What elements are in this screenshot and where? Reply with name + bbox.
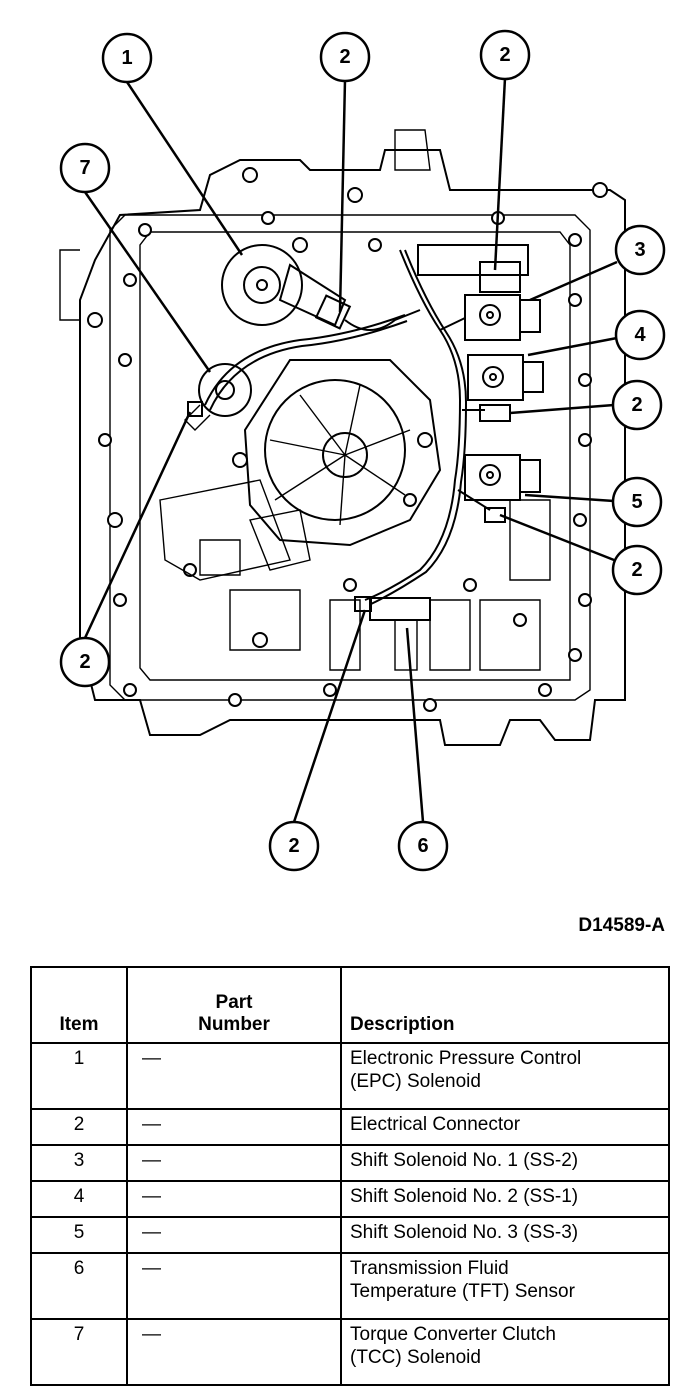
valve-body-diagram: 1 2 2 7 3 4 2 5 2 2 2 6 <box>59 29 666 872</box>
tft-sensor <box>369 597 431 671</box>
callout-2d: 2 <box>611 544 663 596</box>
row-part: — <box>126 1252 342 1320</box>
callout-7: 7 <box>59 142 111 194</box>
tcc-solenoid <box>184 363 252 431</box>
table-row: 6 — Transmission Fluid Temperature (TFT)… <box>30 1252 670 1320</box>
callout-6: 6 <box>397 820 449 872</box>
header-part-line1: Part <box>215 992 253 1013</box>
description-line: Shift Solenoid No. 1 (SS-2) <box>350 1150 579 1171</box>
callout-5: 5 <box>611 476 663 528</box>
svg-text:2: 2 <box>288 835 299 857</box>
description-line: Shift Solenoid No. 3 (SS-3) <box>350 1222 579 1243</box>
row-description: Electrical Connector <box>340 1108 670 1146</box>
svg-text:5: 5 <box>631 491 642 513</box>
row-description: Shift Solenoid No. 3 (SS-3) <box>340 1216 670 1254</box>
row-item: 6 <box>30 1252 128 1320</box>
row-item: 5 <box>30 1216 128 1254</box>
row-item: 2 <box>30 1108 128 1146</box>
svg-text:2: 2 <box>499 44 510 66</box>
callout-3: 3 <box>614 224 666 276</box>
callout-2a: 2 <box>319 31 371 83</box>
description-line: (TCC) Solenoid <box>350 1346 481 1368</box>
svg-text:2: 2 <box>631 559 642 581</box>
row-description: Torque Converter Clutch (TCC) Solenoid <box>340 1318 670 1386</box>
parts-legend-table: Item Part Number Description 1 — Electro… <box>30 966 670 1386</box>
center-plate <box>159 359 442 581</box>
table-row: 3 — Shift Solenoid No. 1 (SS-2) <box>30 1144 670 1182</box>
row-description: Shift Solenoid No. 1 (SS-2) <box>340 1144 670 1182</box>
description-line: (EPC) Solenoid <box>350 1070 481 1092</box>
row-part: — <box>126 1042 342 1110</box>
shift-solenoid-2 <box>467 354 544 401</box>
row-item: 3 <box>30 1144 128 1182</box>
callout-4: 4 <box>614 309 666 361</box>
header-item: Item <box>30 966 128 1044</box>
row-part: — <box>126 1318 342 1386</box>
svg-text:7: 7 <box>79 157 90 179</box>
row-part: — <box>126 1216 342 1254</box>
description-line: Transmission Fluid <box>350 1258 509 1279</box>
table-row: 1 — Electronic Pressure Control (EPC) So… <box>30 1042 670 1110</box>
row-part: — <box>126 1108 342 1146</box>
callout-2e: 2 <box>59 636 111 688</box>
description-line: Electrical Connector <box>350 1114 521 1135</box>
wiring-harness <box>187 244 529 612</box>
row-description: Transmission Fluid Temperature (TFT) Sen… <box>340 1252 670 1320</box>
shift-solenoid-1 <box>464 294 541 341</box>
leader-lines <box>83 77 618 823</box>
callout-1: 1 <box>101 32 153 84</box>
row-part: — <box>126 1144 342 1182</box>
perimeter-bolts <box>87 167 608 712</box>
transmission-case <box>59 129 626 746</box>
header-part-number: Part Number <box>126 966 342 1044</box>
description-line: Shift Solenoid No. 2 (SS-1) <box>350 1186 579 1207</box>
svg-text:2: 2 <box>339 46 350 68</box>
row-item: 1 <box>30 1042 128 1110</box>
row-description: Electronic Pressure Control (EPC) Soleno… <box>340 1042 670 1110</box>
svg-text:3: 3 <box>634 239 645 261</box>
table-row: 5 — Shift Solenoid No. 3 (SS-3) <box>30 1216 670 1254</box>
description-line: Temperature (TFT) Sensor <box>350 1280 575 1302</box>
table-header-row: Item Part Number Description <box>30 966 670 1044</box>
row-item: 4 <box>30 1180 128 1218</box>
shift-solenoid-3 <box>464 454 541 501</box>
callout-2c: 2 <box>611 379 663 431</box>
table-row: 2 — Electrical Connector <box>30 1108 670 1146</box>
svg-text:2: 2 <box>631 394 642 416</box>
table-row: 7 — Torque Converter Clutch (TCC) Soleno… <box>30 1318 670 1386</box>
callout-2b: 2 <box>479 29 531 81</box>
svg-text:4: 4 <box>634 324 646 346</box>
header-description: Description <box>340 966 670 1044</box>
epc-solenoid <box>221 244 352 330</box>
callout-2f: 2 <box>268 820 320 872</box>
description-line: Torque Converter Clutch <box>350 1324 556 1345</box>
table-row: 4 — Shift Solenoid No. 2 (SS-1) <box>30 1180 670 1218</box>
svg-text:2: 2 <box>79 651 90 673</box>
row-item: 7 <box>30 1318 128 1386</box>
row-part: — <box>126 1180 342 1218</box>
row-description: Shift Solenoid No. 2 (SS-1) <box>340 1180 670 1218</box>
description-line: Electronic Pressure Control <box>350 1048 582 1069</box>
svg-text:6: 6 <box>417 835 428 857</box>
header-part-line2: Number <box>198 1014 270 1035</box>
svg-text:1: 1 <box>121 47 132 69</box>
figure-id: D14589-A <box>578 915 665 936</box>
valve-channels <box>199 499 551 671</box>
